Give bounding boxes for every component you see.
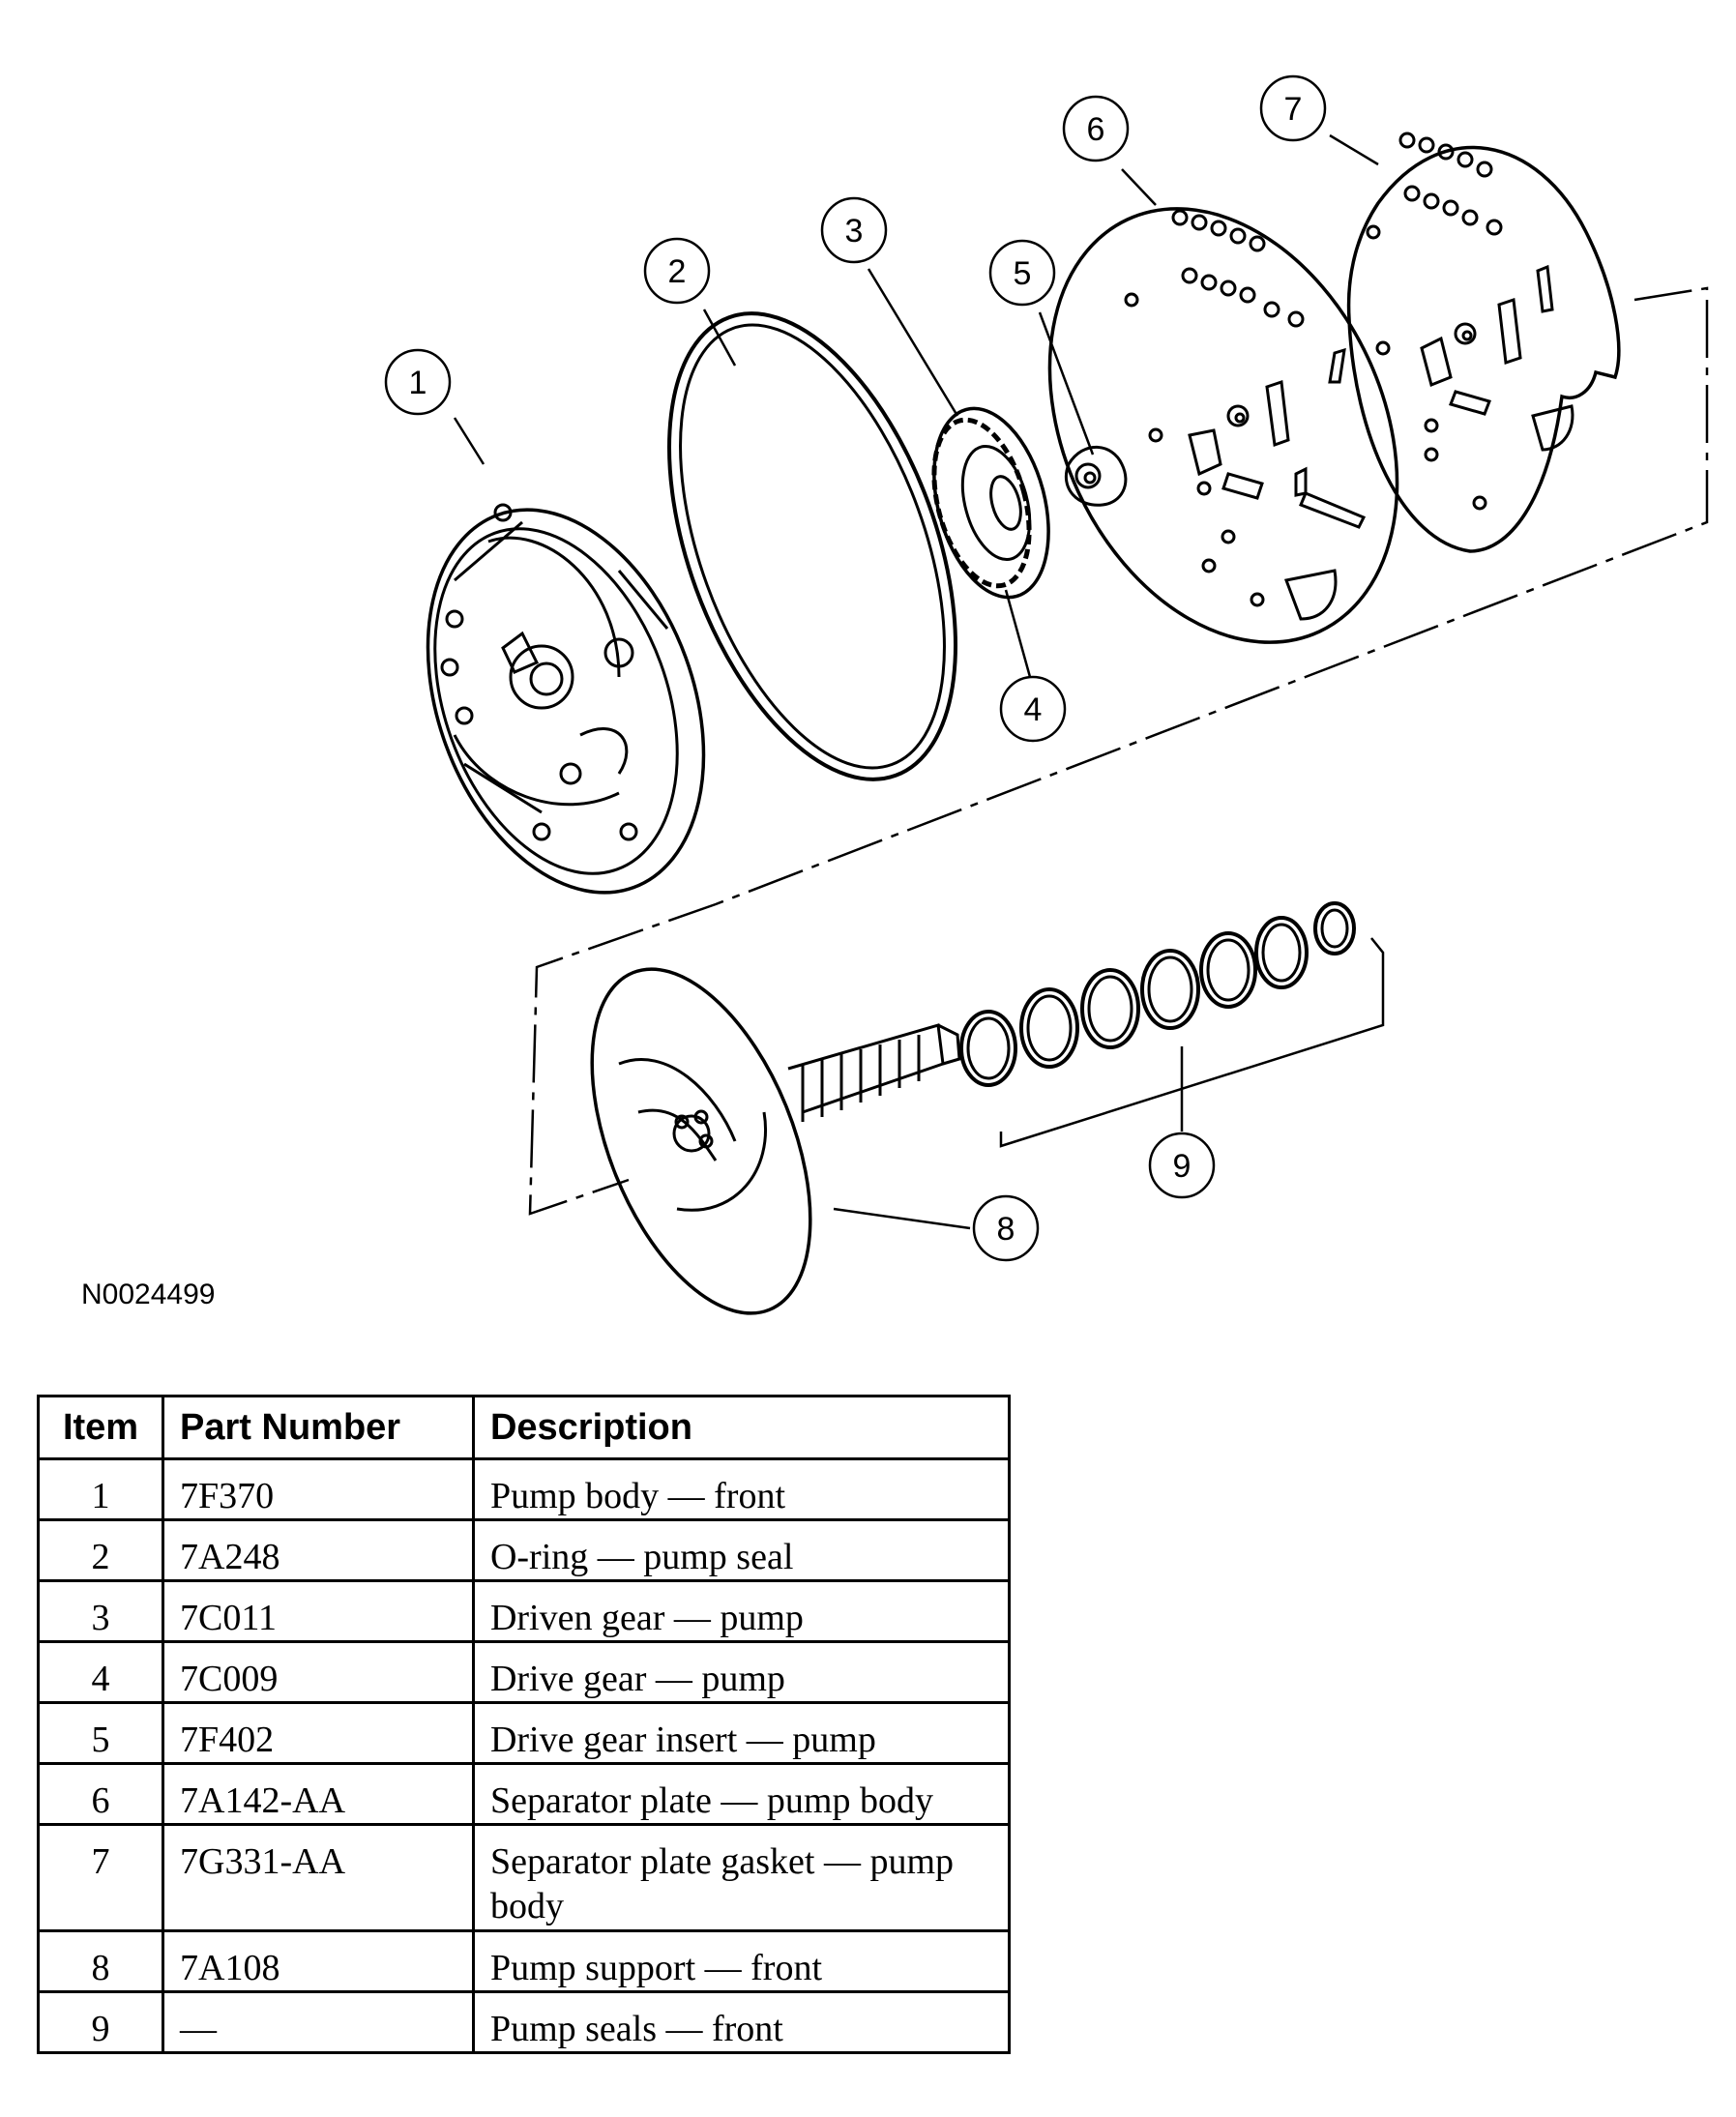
separator-plate [1047,207,1399,644]
header-description: Description [471,1395,1012,1460]
cell-item: 8 [36,1929,165,1993]
cell-part-number: 7F370 [162,1457,475,1521]
callout-5: 5 [1014,255,1032,292]
alignment-leader [528,286,1709,1216]
cell-description: Pump body — front [471,1457,1012,1521]
cell-item: 4 [36,1640,165,1704]
table-row: 3 7C011 Driven gear — pump [36,1579,1012,1643]
callout-7: 7 [1284,91,1303,128]
cell-item: 6 [36,1762,165,1826]
leader-lines [453,133,1379,1230]
header-item: Item [36,1395,165,1460]
cell-part-number: 7C009 [162,1640,475,1704]
cell-part-number: — [162,1990,475,2054]
drive-gear-insert [1065,445,1128,507]
cell-description: Drive gear insert — pump [471,1701,1012,1765]
table-row: 2 7A248 O-ring — pump seal [36,1518,1012,1582]
table-row: 1 7F370 Pump body — front [36,1457,1012,1521]
cell-description: Pump support — front [471,1929,1012,1993]
figure-id: N0024499 [81,1279,216,1310]
separator-plate-gasket [1346,132,1621,553]
callout-circles [384,74,1327,1262]
table-row: 6 7A142-AA Separator plate — pump body [36,1762,1012,1826]
seal-bracket [999,937,1385,1148]
cell-description: Separator plate gasket — pump body [471,1823,1012,1932]
cell-part-number: 7A142-AA [162,1762,475,1826]
parts-table: Item Part Number Description 1 7F370 Pum… [36,1395,1012,2054]
cell-description: Drive gear — pump [471,1640,1012,1704]
table-row: 4 7C009 Drive gear — pump [36,1640,1012,1704]
cell-item: 2 [36,1518,165,1582]
table-row: 5 7F402 Drive gear insert — pump [36,1701,1012,1765]
table-row: 8 7A108 Pump support — front [36,1929,1012,1993]
cell-part-number: 7G331-AA [162,1823,475,1932]
header-part-number: Part Number [162,1395,475,1460]
cell-part-number: 7A248 [162,1518,475,1582]
pump-body-front [426,503,706,895]
callout-6: 6 [1087,111,1105,148]
callout-labels: 1 2 3 5 4 6 7 8 9 [409,91,1303,1248]
callout-8: 8 [997,1211,1015,1248]
cell-item: 1 [36,1457,165,1521]
pump-seals-front [959,901,1356,1087]
table-row: 9 — Pump seals — front [36,1990,1012,2054]
cell-part-number: 7A108 [162,1929,475,1993]
callout-3: 3 [845,213,864,250]
cell-part-number: 7C011 [162,1579,475,1643]
pump-gears [931,406,1050,600]
cell-item: 9 [36,1990,165,2054]
table-header-row: Item Part Number Description [36,1395,1012,1460]
cell-item: 3 [36,1579,165,1643]
cell-description: O-ring — pump seal [471,1518,1012,1582]
exploded-pump-diagram: 1 2 3 5 4 6 7 8 9 [384,74,1709,1315]
callout-1: 1 [409,365,427,401]
cell-part-number: 7F402 [162,1701,475,1765]
cell-description: Pump seals — front [471,1990,1012,2054]
cell-item: 5 [36,1701,165,1765]
cell-description: Separator plate — pump body [471,1762,1012,1826]
pump-support-front [590,967,961,1315]
o-ring-pump-seal [667,311,957,781]
callout-2: 2 [668,253,687,290]
callout-4: 4 [1024,691,1043,728]
cell-item: 7 [36,1823,165,1932]
callout-9: 9 [1173,1148,1192,1185]
table-row: 7 7G331-AA Separator plate gasket — pump… [36,1823,1012,1932]
cell-description: Driven gear — pump [471,1579,1012,1643]
